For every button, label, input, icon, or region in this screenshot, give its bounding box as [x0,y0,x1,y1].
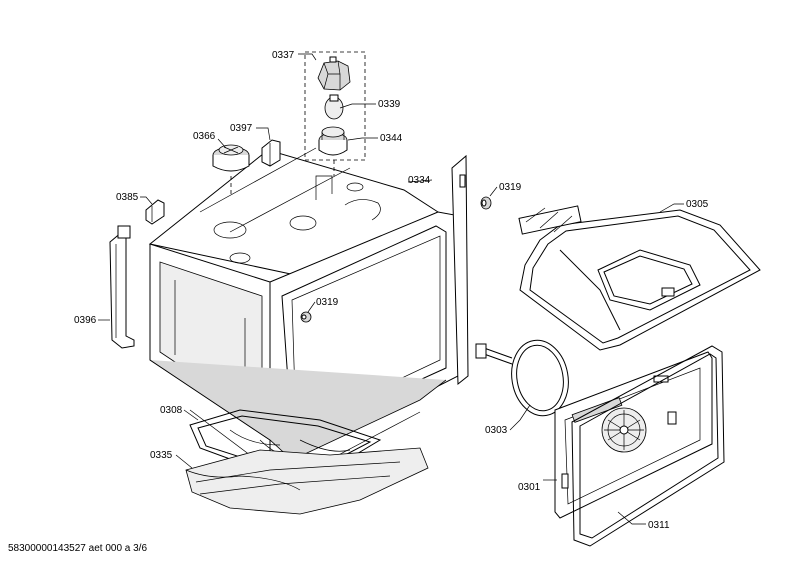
label-0344: 0344 [380,133,403,144]
lamp-bulb-part[interactable] [324,94,344,120]
label-0396: 0396 [74,315,97,326]
label-0311: 0311 [648,520,670,531]
leader-lines [98,53,684,525]
clip-part[interactable] [145,199,165,225]
document-footer-id: 58300000143527 aet 000 a 3/6 [8,543,148,554]
label-0319-top: 0319 [499,182,522,193]
part-labels: 0337 0339 0344 0366 0397 0334 0319 0319 … [74,50,709,531]
label-0366: 0366 [193,131,216,142]
oven-muffle-part[interactable] [148,147,469,471]
fixing-inside-part[interactable] [300,311,312,323]
bracket-part[interactable] [261,139,281,167]
door-seal-part[interactable] [571,345,725,547]
label-0337: 0337 [272,50,295,61]
ring-heater-part[interactable] [475,336,574,421]
grill-element-part[interactable] [518,205,761,351]
lamp-socket-part[interactable] [317,56,351,91]
label-0385: 0385 [116,192,139,203]
lamp-assembly [304,51,366,161]
label-0303: 0303 [485,425,508,436]
label-0334: 0334 [408,175,431,186]
label-0319-inside: 0319 [316,297,339,308]
label-0339: 0339 [378,99,401,110]
lamp-group-box [304,51,366,161]
label-0305: 0305 [686,199,709,210]
label-0397: 0397 [230,123,253,134]
label-0301: 0301 [518,482,541,493]
fan-cover-part[interactable] [212,144,250,172]
side-rail-part[interactable] [109,225,135,349]
rear-panel-part[interactable] [554,351,713,519]
label-0308: 0308 [160,405,183,416]
fixing-top-part[interactable] [480,196,492,210]
label-0335: 0335 [150,450,173,461]
lamp-cover-part[interactable] [318,126,348,156]
insulation-part[interactable] [185,447,429,515]
